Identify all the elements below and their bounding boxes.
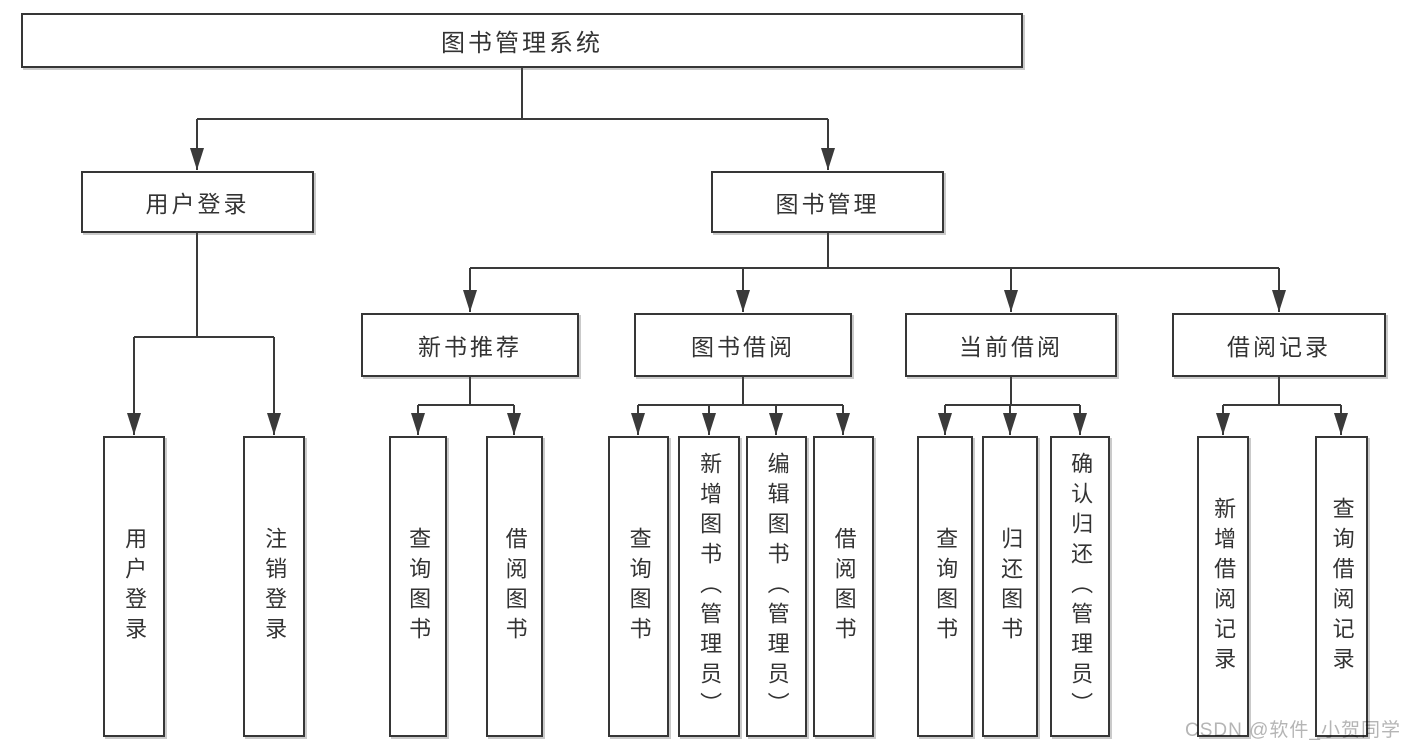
node-leaf-user-login: 用户登录 bbox=[103, 436, 165, 737]
node-label: 图书管理系统 bbox=[441, 30, 603, 57]
node-leaf-confirm-return-admin: 确认归还（管理员） bbox=[1050, 436, 1110, 737]
node-leaf-add-borrow-record: 新增借阅记录 bbox=[1197, 436, 1249, 737]
node-label: 当前借阅 bbox=[959, 334, 1063, 360]
node-label: 查询借阅记录 bbox=[1329, 496, 1355, 677]
node-leaf-borrow-books-recommend: 借阅图书 bbox=[486, 436, 543, 737]
node-leaf-edit-books-admin: 编辑图书（管理员） bbox=[746, 436, 807, 737]
node-user-login-branch: 用户登录 bbox=[81, 171, 314, 233]
node-leaf-query-borrow-record: 查询借阅记录 bbox=[1315, 436, 1368, 737]
node-leaf-logout: 注销登录 bbox=[243, 436, 305, 737]
node-leaf-borrow-books: 借阅图书 bbox=[813, 436, 874, 737]
node-label: 确认归还（管理员） bbox=[1068, 451, 1094, 722]
node-label: 图书借阅 bbox=[691, 334, 795, 360]
node-label: 借阅图书 bbox=[502, 526, 528, 647]
node-label: 用户登录 bbox=[122, 526, 148, 647]
node-leaf-query-books-recommend: 查询图书 bbox=[389, 436, 447, 737]
node-label: 查询图书 bbox=[626, 526, 652, 647]
node-label: 新增借阅记录 bbox=[1211, 496, 1237, 677]
node-label: 注销登录 bbox=[262, 526, 288, 647]
node-leaf-query-books-borrowing: 查询图书 bbox=[608, 436, 669, 737]
node-leaf-query-books-current: 查询图书 bbox=[917, 436, 973, 737]
node-label: 新书推荐 bbox=[418, 334, 522, 360]
node-book-borrowing: 图书借阅 bbox=[634, 313, 852, 377]
node-label: 图书管理 bbox=[775, 191, 880, 217]
node-borrowing-records: 借阅记录 bbox=[1172, 313, 1386, 377]
node-book-management-branch: 图书管理 bbox=[711, 171, 944, 233]
node-label: 新增图书（管理员） bbox=[697, 451, 723, 722]
node-current-borrowing: 当前借阅 bbox=[905, 313, 1117, 377]
node-leaf-add-books-admin: 新增图书（管理员） bbox=[678, 436, 740, 737]
node-label: 查询图书 bbox=[406, 526, 432, 647]
node-label: 归还图书 bbox=[998, 526, 1024, 647]
node-label: 编辑图书（管理员） bbox=[764, 451, 790, 722]
node-leaf-return-books: 归还图书 bbox=[982, 436, 1038, 737]
node-new-book-recommendation: 新书推荐 bbox=[361, 313, 579, 377]
node-label: 借阅记录 bbox=[1227, 334, 1331, 360]
node-label: 借阅图书 bbox=[831, 526, 857, 647]
csdn-watermark: CSDN @软件_小贺同学 bbox=[1185, 720, 1401, 741]
node-label: 查询图书 bbox=[933, 526, 959, 647]
node-label: 用户登录 bbox=[145, 191, 250, 217]
node-book-management-system: 图书管理系统 bbox=[21, 13, 1023, 68]
